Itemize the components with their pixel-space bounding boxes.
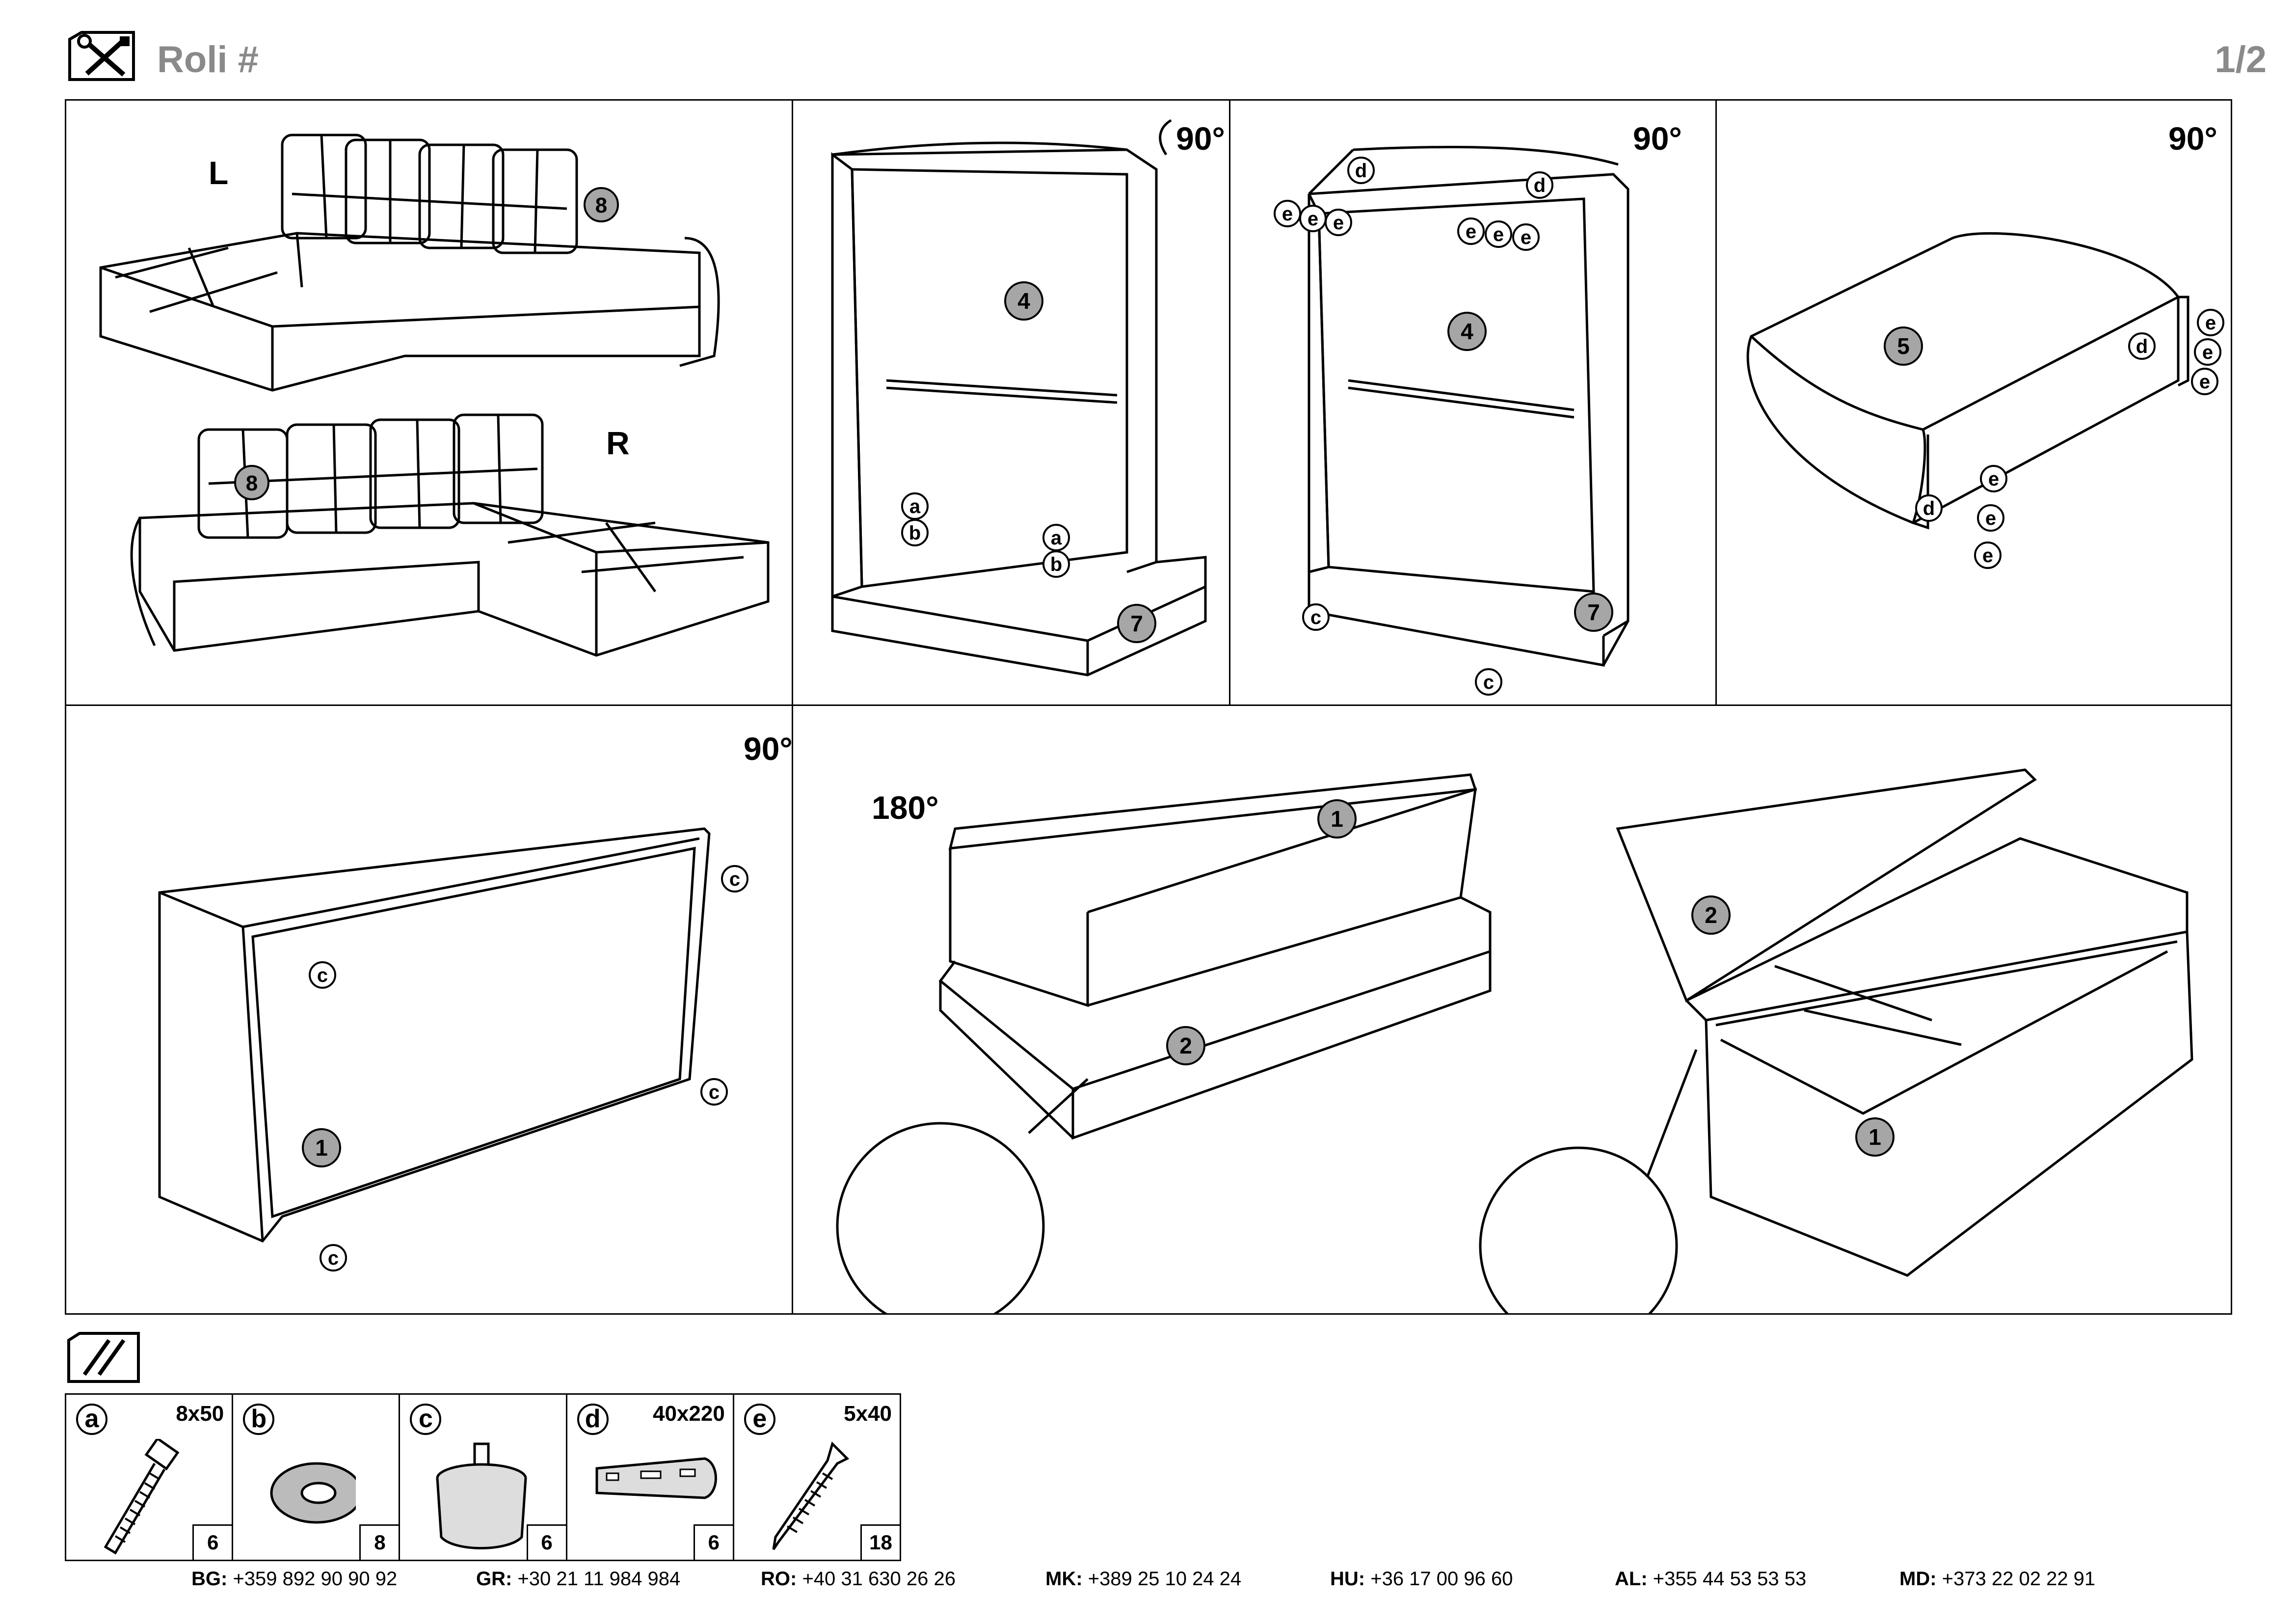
part-marker-8 (584, 187, 619, 222)
part-label-8b: 8 (246, 471, 258, 495)
bracket-label: d (1355, 160, 1367, 182)
part-qty: 6 (693, 1524, 733, 1560)
panel-step-6: 180° 1 2 2 1 (792, 704, 2232, 1346)
screw-label-6: e (1982, 545, 1993, 567)
sofa-illustration: L 8 R 8 (99, 134, 770, 657)
screw-label-5: e (1985, 508, 1996, 529)
screw-icon (772, 1441, 850, 1550)
screw-label-6: e (1521, 227, 1531, 248)
part-size: 8x50 (176, 1402, 224, 1426)
page-number: 1/2 (2215, 39, 2267, 81)
foot-label: c (1310, 607, 1321, 628)
phone-al: AL: +355 44 53 53 53 (1615, 1568, 1807, 1590)
part-letter: c (410, 1404, 442, 1435)
foot-icon (436, 1442, 527, 1549)
foot-label-2: c (1483, 672, 1494, 693)
foot-label: c (729, 868, 740, 890)
rotation-label: 90° (744, 731, 792, 767)
rotation-label: 90° (2168, 120, 2217, 157)
bracket-icon (595, 1457, 717, 1499)
panel-step-3: 90° 4 7 d d e e e e e e c c (1229, 99, 1717, 706)
page-title: Roli # (157, 39, 259, 81)
foot-label-3: c (709, 1082, 720, 1103)
part-letter: b (243, 1404, 275, 1435)
part-label-2b: 2 (1705, 902, 1717, 928)
panel-step-4: 90° 5 d d e e e e e e (1715, 99, 2232, 706)
fitting-label-a2: a (1051, 527, 1062, 549)
tools-icon (65, 30, 138, 84)
side-label-right: R (606, 425, 630, 461)
part-letter: e (744, 1404, 775, 1435)
screw-label-2: e (1308, 208, 1318, 230)
screw-label-4: e (1466, 221, 1476, 243)
screw-label-3: e (2199, 371, 2210, 393)
part-cell-c: c 6 (400, 1395, 567, 1560)
screw-label: e (2205, 312, 2216, 334)
part-letter: a (76, 1404, 107, 1435)
part-label-5: 5 (1897, 333, 1910, 359)
part-qty: 6 (192, 1524, 232, 1560)
screw-label-2: e (2202, 342, 2213, 363)
bracket-label-2: d (1923, 498, 1935, 519)
phone-mk: MK: +389 25 10 24 24 (1045, 1568, 1242, 1590)
panel-step-2: 90° 4 7 a b a b (792, 99, 1230, 706)
rotation-label: 90° (1633, 120, 1682, 157)
part-cell-b: b 8 (233, 1395, 400, 1560)
part-marker-8b (234, 465, 269, 500)
rotate-arrow-icon (1159, 119, 1172, 156)
phone-md: MD: +373 22 02 22 91 (1899, 1568, 2096, 1590)
fitting-label-a: a (909, 496, 921, 517)
rotation-label: 90° (1176, 120, 1225, 157)
foot-label-4: c (328, 1247, 339, 1269)
part-label-1b: 1 (1869, 1124, 1881, 1150)
part-label-7: 7 (1130, 611, 1143, 636)
rotation-label: 180° (872, 789, 939, 826)
screw-label-4: e (1988, 468, 1999, 490)
panel-step-5: 90° 1 c c c c (65, 704, 793, 1315)
part-letter: d (577, 1404, 609, 1435)
phone-ro: RO: +40 31 630 26 26 (761, 1568, 956, 1590)
phone-gr: GR: +30 21 11 984 984 (476, 1568, 681, 1590)
side-label-left: L (209, 155, 228, 191)
part-label-4: 4 (1017, 288, 1030, 314)
part-label-4: 4 (1461, 319, 1473, 344)
part-label-1: 1 (1331, 806, 1343, 832)
part-cell-d: d 40x220 6 (567, 1395, 734, 1560)
support-phones: BG: +359 892 90 90 92 GR: +30 21 11 984 … (191, 1568, 2184, 1590)
part-label-2: 2 (1179, 1033, 1192, 1058)
foot-label-2: c (317, 965, 328, 986)
phone-hu: HU: +36 17 00 96 60 (1330, 1568, 1513, 1590)
bolt-icon (104, 1439, 180, 1555)
fitting-label-b: b (909, 522, 921, 544)
part-qty: 18 (860, 1524, 900, 1560)
screw-label-3: e (1333, 212, 1344, 234)
part-label-7: 7 (1587, 599, 1600, 625)
part-qty: 8 (359, 1524, 399, 1560)
screw-label: e (1282, 203, 1293, 225)
panel-sofa-overview: L 8 R 8 (65, 99, 793, 706)
part-label-8: 8 (595, 193, 607, 217)
bracket-label-2: d (1534, 175, 1546, 196)
washer-icon (270, 1462, 356, 1524)
part-qty: 6 (526, 1524, 566, 1560)
screw-label-5: e (1493, 224, 1504, 245)
fitting-label-b2: b (1050, 554, 1062, 575)
screws-icon (65, 1330, 143, 1385)
part-size: 40x220 (652, 1402, 725, 1426)
part-size: 5x40 (844, 1402, 892, 1426)
part-label-1: 1 (315, 1135, 328, 1161)
phone-bg: BG: +359 892 90 90 92 (191, 1568, 398, 1590)
bracket-label: d (2136, 336, 2148, 357)
parts-table: a 8x50 6 b 8 c 6 d 40x220 (65, 1393, 901, 1561)
part-cell-e: e 5x40 18 (734, 1395, 900, 1560)
part-cell-a: a 8x50 6 (66, 1395, 234, 1560)
